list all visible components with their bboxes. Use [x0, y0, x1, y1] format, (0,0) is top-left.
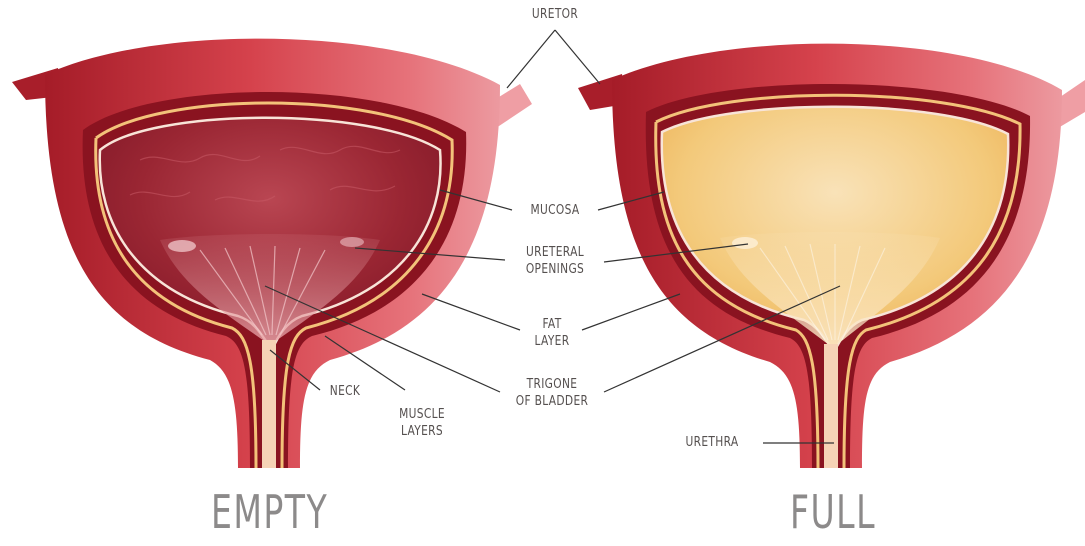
fat-leader-right: [582, 294, 680, 330]
uretor-leader-left: [507, 30, 555, 88]
label-muscle-line-1: MUSCLE: [389, 406, 455, 423]
label-muscle-line-2: LAYERS: [389, 423, 455, 440]
empty-bladder: [12, 39, 532, 468]
caption-full: FULL: [786, 486, 880, 538]
right-urethra-channel: [824, 344, 838, 468]
label-fat-line-2: LAYER: [526, 333, 578, 350]
uretor-leader-right: [555, 30, 600, 84]
label-trigone-line-2: OF BLADDER: [509, 393, 594, 410]
fat-leader-left: [422, 294, 520, 330]
label-uretor: URETOR: [526, 6, 583, 23]
right-ureteral-opening-1: [732, 237, 758, 249]
label-neck: NECK: [325, 383, 366, 400]
left-ureteral-opening-1: [168, 240, 196, 252]
label-muscle-layers: MUSCLE LAYERS: [389, 406, 455, 440]
label-urethra: URETHRA: [679, 434, 745, 451]
caption-empty: EMPTY: [211, 486, 319, 538]
left-urethra-channel: [262, 340, 276, 468]
label-fat-layer: FAT LAYER: [526, 316, 578, 350]
label-ureteral-line-2: OPENINGS: [514, 261, 596, 278]
label-mucosa: MUCOSA: [522, 202, 588, 219]
label-ureteral-line-1: URETERAL: [514, 244, 596, 261]
label-trigone: TRIGONE OF BLADDER: [509, 376, 594, 410]
left-ureteral-opening-2: [340, 237, 364, 247]
label-ureteral-openings: URETERAL OPENINGS: [514, 244, 596, 278]
label-fat-line-1: FAT: [526, 316, 578, 333]
label-trigone-line-1: TRIGONE: [509, 376, 594, 393]
